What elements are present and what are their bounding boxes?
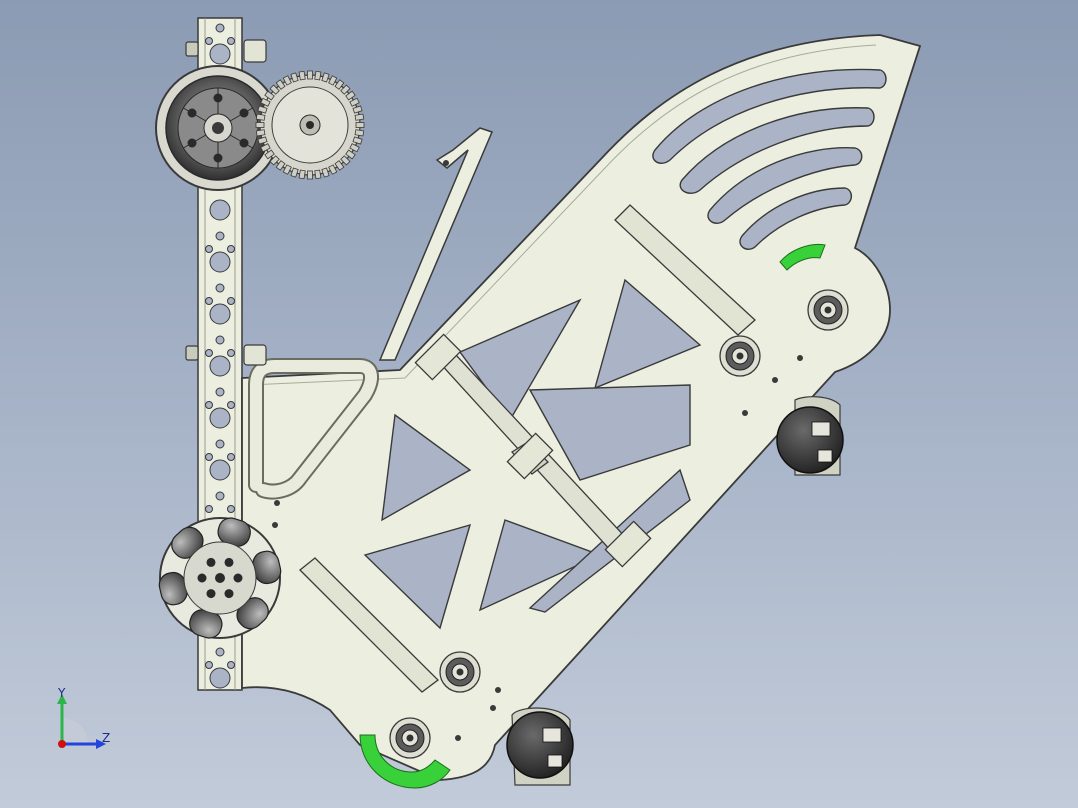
plate-screws [272,355,803,741]
bar-holes [205,23,235,689]
motor-bottom[interactable] [506,707,574,786]
triad-origin [58,740,66,748]
coordinate-triad [57,694,106,749]
bearings [389,289,849,759]
y-axis-label: Y [58,686,66,700]
shaft-collars [185,39,267,366]
green-arc-upper [779,243,826,271]
spur-gear[interactable] [255,70,365,180]
motor-right[interactable] [776,396,844,476]
arc-slots [652,68,887,250]
diagonal-link-arm[interactable] [378,127,494,361]
omni-wheel[interactable] [157,515,283,641]
z-axis-label: Z [102,731,111,745]
cross-members[interactable] [299,204,756,693]
green-arc-lower [359,734,451,789]
